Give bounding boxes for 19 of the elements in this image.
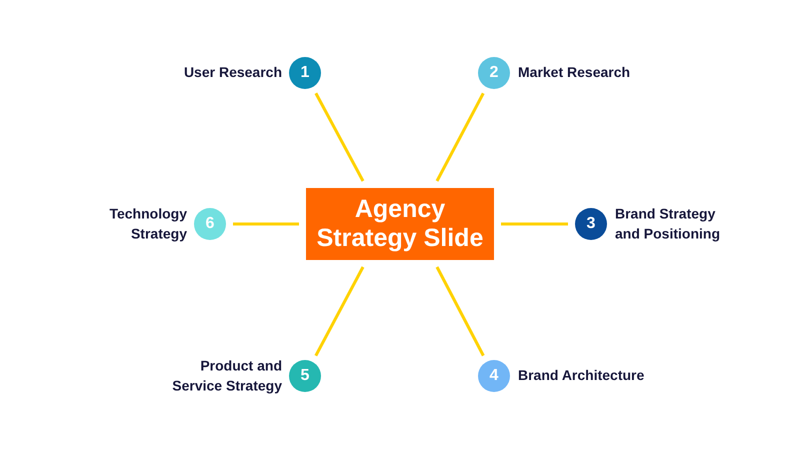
- connector-line: [233, 222, 299, 226]
- step-label: Market Research: [518, 63, 630, 82]
- connector-line: [436, 266, 485, 356]
- connector-line: [314, 266, 364, 356]
- number-circle: 4: [478, 360, 510, 392]
- step-label: Product and Service Strategy: [171, 356, 282, 396]
- step-label: Technology Strategy: [108, 204, 187, 244]
- number-circle: 6: [194, 208, 226, 240]
- step-label: Brand Architecture: [518, 366, 644, 386]
- number-circle: 5: [289, 360, 321, 392]
- step-label: Brand Strategy and Positioning: [615, 204, 721, 244]
- number-circle: 1: [289, 57, 321, 89]
- connector-line: [501, 222, 568, 226]
- number-circle: 3: [575, 208, 607, 240]
- title-box: Agency Strategy Slide: [306, 188, 494, 260]
- connector-line: [436, 92, 485, 182]
- step-label: User Research: [184, 63, 282, 82]
- connector-line: [314, 92, 364, 182]
- number-circle: 2: [478, 57, 510, 89]
